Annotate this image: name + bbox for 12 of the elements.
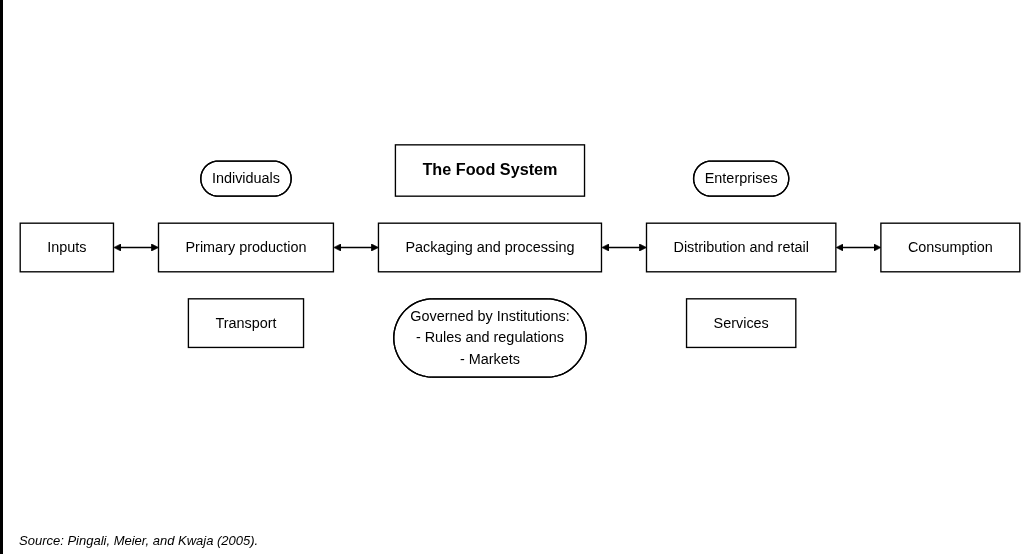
node-box: Consumption xyxy=(880,222,1021,273)
node-box: Inputs xyxy=(19,222,115,273)
arrow xyxy=(333,243,379,252)
node-box: Transport xyxy=(187,298,305,349)
node-box: Distribution and retail xyxy=(645,222,837,273)
arrow xyxy=(601,243,647,252)
node-box: Packaging and processing xyxy=(377,222,603,273)
source-caption: Source: Pingali, Meier, and Kwaja (2005). xyxy=(19,533,259,548)
node-box: Primary production xyxy=(157,222,335,273)
node-box: The Food System xyxy=(394,144,586,197)
arrow xyxy=(113,243,159,252)
node-box: Services xyxy=(685,298,797,349)
